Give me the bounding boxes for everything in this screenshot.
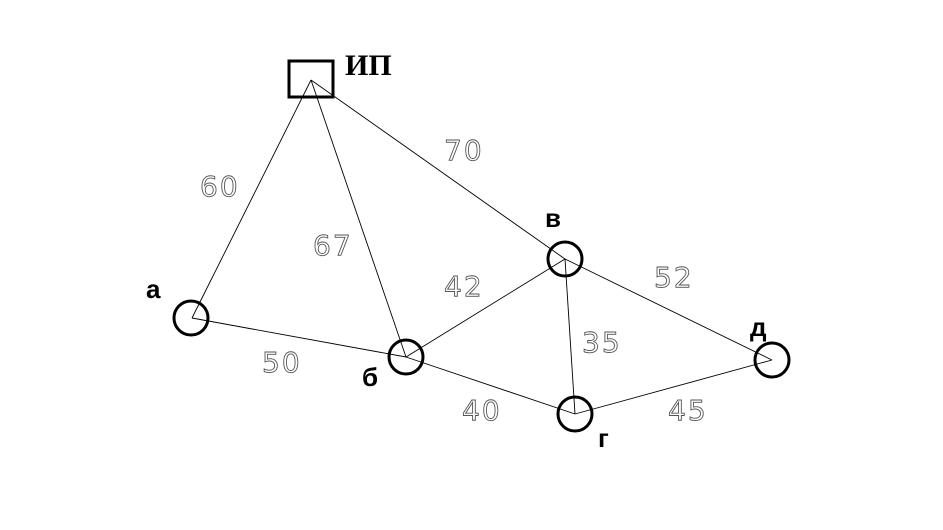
edge-b-v [405,258,566,358]
edge-weight-v-g: 35 [582,326,622,359]
edge-weight-v-d: 52 [654,261,694,294]
edge-weight-b-g: 40 [462,394,502,427]
nodes-group [172,59,791,433]
node-label-d: д [750,312,767,342]
node-g-circle [556,395,594,433]
edge-ip-b [310,79,407,358]
edge-weight-b-v: 42 [444,270,484,303]
edge-weight-ip-v: 70 [444,134,484,167]
node-label-b: б [362,362,378,392]
node-b-circle [387,338,425,376]
labels-group: ИП а б в г д [146,49,767,453]
node-ip-square [287,59,335,99]
edge-weight-ip-b: 67 [313,229,353,262]
node-label-ip: ИП [345,49,392,82]
edge-ip-v [310,79,566,260]
node-label-g: г [598,423,609,453]
node-v-circle [546,240,584,278]
weights-group: 60 67 70 50 42 40 35 52 45 [200,134,708,428]
edges-group [191,79,773,415]
node-d-circle [753,341,791,379]
node-a-circle [172,299,210,337]
edge-b-g [405,356,576,415]
edge-a-b [191,317,407,358]
edge-ip-a [191,79,312,319]
node-label-a: а [146,274,161,304]
edge-weight-g-d: 45 [668,394,708,427]
edge-g-d [574,359,773,415]
edge-v-g [564,258,576,415]
edge-weight-a-b: 50 [262,346,302,379]
edge-weight-ip-a: 60 [200,170,240,203]
node-label-v: в [545,203,561,233]
edge-v-d [564,258,773,361]
